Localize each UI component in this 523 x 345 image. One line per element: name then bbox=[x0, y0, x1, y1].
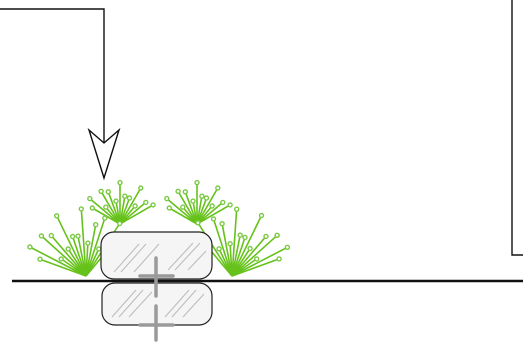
grass-tuft-icon bbox=[195, 206, 291, 277]
grass-tuft-icon bbox=[27, 206, 123, 277]
cross-marker-icon bbox=[138, 304, 175, 342]
down-arrow-icon bbox=[87, 127, 121, 181]
grass-tuft-icon bbox=[164, 179, 233, 225]
cross-marker-icon bbox=[138, 256, 175, 298]
grass-tuft-icon bbox=[87, 179, 156, 225]
right-frame bbox=[511, 0, 523, 256]
connector-line bbox=[0, 8, 105, 160]
grass-layer bbox=[27, 179, 291, 277]
